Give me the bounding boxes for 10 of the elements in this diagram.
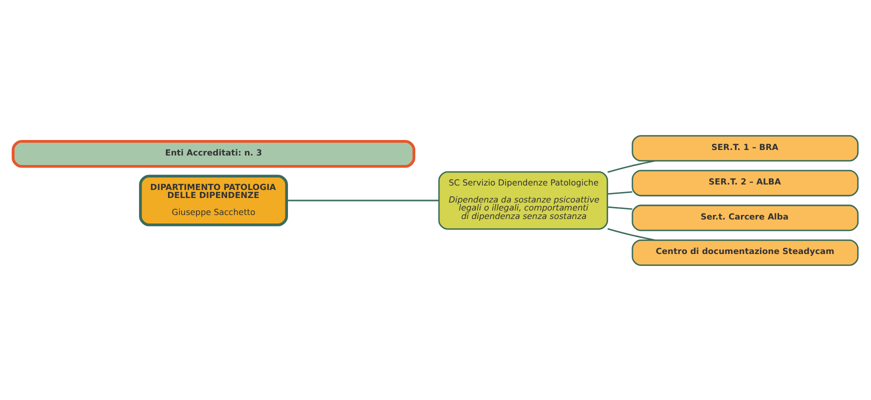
node-box: SER.T. 2 – ALBA	[632, 169, 859, 196]
node-box: Ser.t. Carcere Alba	[632, 204, 859, 231]
node-box: SER.T. 1 – BRA	[632, 134, 859, 162]
connector	[608, 206, 632, 210]
node-box: Centro di documentazione Steadycam	[632, 238, 859, 266]
node-box: Enti Accreditati: n. 3	[12, 139, 416, 168]
node-box: SC Servizio Dipendenze Patologiche Dipendenza da sostanze psicoattive legali o illegali, comportamenti di dipendenza senza sostanza	[438, 170, 608, 230]
connector	[286, 199, 439, 201]
connector	[608, 190, 632, 194]
node-box: DIPARTIMENTO PATOLOGIA DELLE DIPENDENZE Giuseppe Sacchetto	[139, 174, 288, 226]
